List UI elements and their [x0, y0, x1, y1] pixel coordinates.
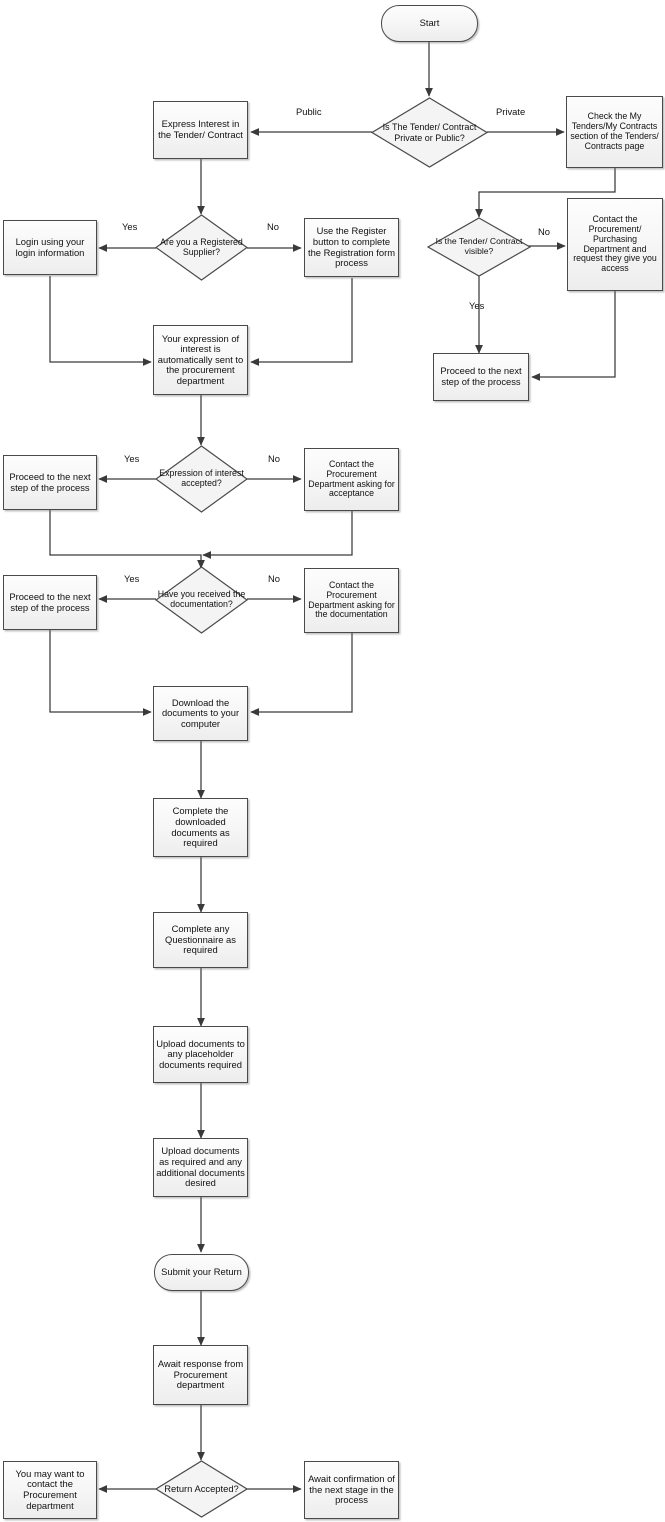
node-upload-placeholder-documents-label: Upload documents to any placeholder docu…	[156, 1037, 245, 1070]
node-proceed-next-step-right-label: Proceed to the next step of the process	[440, 365, 522, 387]
diamond-shape	[155, 566, 248, 634]
node-await-confirmation-label: Await confirmation of the next stage in …	[308, 1473, 395, 1506]
node-decision-private-or-public-label: Is The Tender/ Contract Private or Publi…	[382, 122, 477, 143]
node-proceed-next-step-2-label: Proceed to the next step of the process	[9, 590, 91, 613]
node-start-label: Start	[419, 17, 440, 29]
node-decision-private-or-public[interactable]: Is The Tender/ Contract Private or Publi…	[371, 97, 488, 168]
edge-label-received-yes: Yes	[124, 573, 140, 584]
node-decision-return-accepted-label: Return Accepted?	[164, 1482, 239, 1494]
node-decision-received-documentation-label: Have you received the documentation?	[157, 589, 246, 609]
edge-label-public: Public	[296, 106, 322, 117]
node-login-label: Login using your login information	[15, 235, 85, 258]
node-contact-procurement-purchasing[interactable]: Contact the Procurement/ Purchasing Depa…	[567, 198, 663, 291]
diamond-shape	[155, 1460, 248, 1518]
node-decision-expression-accepted-label: Expression of interest accepted?	[159, 468, 244, 488]
node-download-documents-label: Download the documents to your computer	[161, 696, 240, 729]
node-expression-auto-sent[interactable]: Your expression of interest is automatic…	[153, 325, 248, 395]
node-express-interest[interactable]: Express Interest in the Tender/ Contract	[153, 101, 248, 159]
node-download-documents[interactable]: Download the documents to your computer	[153, 686, 248, 741]
edge-label-accepted-yes: Yes	[124, 453, 140, 464]
edge-label-private: Private	[496, 106, 526, 117]
edge-label-registered-no: No	[267, 221, 279, 232]
edge-label-registered-yes: Yes	[122, 221, 138, 232]
node-check-my-tenders-label: Check the My Tenders/My Contracts sectio…	[570, 111, 659, 151]
node-await-confirmation[interactable]: Await confirmation of the next stage in …	[304, 1461, 399, 1519]
node-contact-procurement-acceptance[interactable]: Contact the Procurement Department askin…	[304, 448, 399, 511]
node-complete-questionnaire-label: Complete any Questionnaire as required	[165, 923, 236, 956]
node-use-register-button[interactable]: Use the Register button to complete the …	[304, 218, 399, 277]
node-await-response[interactable]: Await response from Procurement departme…	[153, 1345, 248, 1405]
node-expression-auto-sent-label: Your expression of interest is automatic…	[157, 332, 244, 386]
node-use-register-button-label: Use the Register button to complete the …	[307, 225, 396, 269]
node-decision-received-documentation[interactable]: Have you received the documentation?	[155, 566, 248, 634]
node-decision-registered-supplier-label: Are you a Registered Supplier?	[160, 236, 243, 257]
node-upload-placeholder-documents[interactable]: Upload documents to any placeholder docu…	[153, 1026, 248, 1083]
edge-label-visible-yes: Yes	[469, 300, 485, 311]
node-login[interactable]: Login using your login information	[3, 220, 97, 275]
node-express-interest-label: Express Interest in the Tender/ Contract	[158, 118, 243, 140]
node-await-response-label: Await response from Procurement departme…	[157, 1358, 244, 1391]
node-contact-procurement-purchasing-label: Contact the Procurement/ Purchasing Depa…	[573, 213, 657, 274]
node-may-contact-procurement-label: You may want to contact the Procurement …	[15, 1467, 85, 1511]
node-decision-registered-supplier[interactable]: Are you a Registered Supplier?	[155, 214, 248, 281]
node-proceed-next-step-2[interactable]: Proceed to the next step of the process	[3, 575, 97, 630]
edge-label-received-no: No	[268, 573, 280, 584]
edge-label-visible-no: No	[538, 226, 550, 237]
node-may-contact-procurement[interactable]: You may want to contact the Procurement …	[3, 1461, 97, 1519]
node-contact-procurement-documentation-label: Contact the Procurement Department askin…	[308, 579, 395, 620]
node-decision-tender-visible-label: Is the Tender/ Contract visible?	[435, 236, 523, 256]
node-proceed-next-step-1[interactable]: Proceed to the next step of the process	[3, 455, 97, 510]
node-submit-return[interactable]: Submit your Return	[154, 1254, 249, 1291]
node-contact-procurement-acceptance-label: Contact the Procurement Department askin…	[308, 458, 395, 499]
node-check-my-tenders[interactable]: Check the My Tenders/My Contracts sectio…	[566, 96, 663, 168]
node-contact-procurement-documentation[interactable]: Contact the Procurement Department askin…	[304, 568, 399, 633]
diamond-shape	[371, 97, 488, 168]
node-proceed-next-step-right[interactable]: Proceed to the next step of the process	[433, 353, 529, 401]
node-upload-required-documents-label: Upload documents as required and any add…	[156, 1145, 245, 1189]
node-complete-downloaded-documents[interactable]: Complete the downloaded documents as req…	[153, 798, 248, 857]
node-decision-expression-accepted[interactable]: Expression of interest accepted?	[155, 445, 248, 513]
node-decision-return-accepted[interactable]: Return Accepted?	[155, 1460, 248, 1518]
node-proceed-next-step-1-label: Proceed to the next step of the process	[9, 470, 91, 493]
node-complete-questionnaire[interactable]: Complete any Questionnaire as required	[153, 912, 248, 968]
node-upload-required-documents[interactable]: Upload documents as required and any add…	[153, 1138, 248, 1197]
node-submit-return-label: Submit your Return	[161, 1266, 242, 1278]
diamond-shape	[155, 214, 248, 281]
node-start[interactable]: Start	[381, 5, 478, 42]
edge-label-accepted-no: No	[268, 453, 280, 464]
node-complete-downloaded-documents-label: Complete the downloaded documents as req…	[171, 805, 230, 849]
node-decision-tender-visible[interactable]: Is the Tender/ Contract visible?	[427, 217, 531, 277]
